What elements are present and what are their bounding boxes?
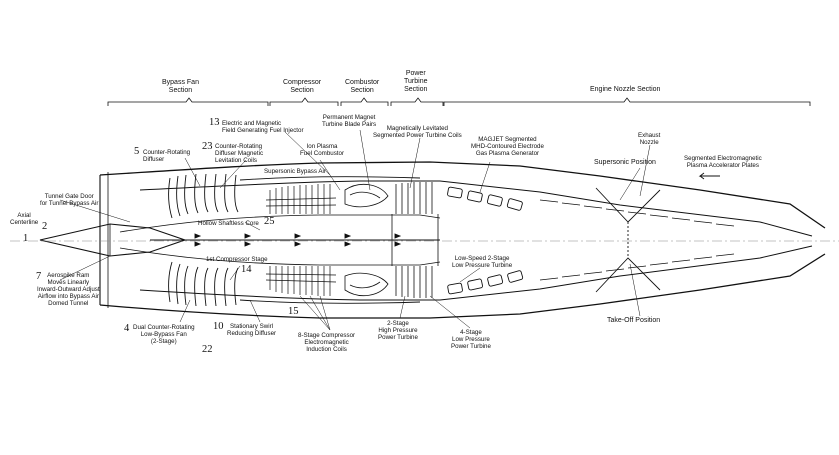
ref-number-13: 13 bbox=[209, 117, 220, 128]
ref-number-1: 1 bbox=[23, 233, 29, 244]
accelerator-plates bbox=[539, 199, 735, 281]
bracket-combustor bbox=[340, 97, 389, 106]
label-dual-counter-rotating-fan: Dual Counter-Rotating Low-Bypass Fan (2-… bbox=[133, 324, 195, 345]
label-hollow-core: Hollow Shaftless Core bbox=[198, 220, 259, 227]
ref-number-2: 2 bbox=[42, 221, 48, 232]
label-mag-levitated-coils: Magnetically Levitated Segmented Power T… bbox=[373, 125, 462, 139]
section-combustor: Combustor Section bbox=[345, 79, 380, 94]
ref-number-7: 7 bbox=[36, 271, 42, 282]
label-8-stage-compressor: 8-Stage Compressor Electromagnetic Induc… bbox=[298, 332, 356, 353]
ref-number-15: 15 bbox=[288, 306, 299, 317]
section-compressor: Compressor Section bbox=[283, 79, 322, 94]
bracket-engine-nozzle bbox=[443, 97, 811, 106]
label-4-stage-lp-turbine: 4-Stage Low Pressure Power Turbine bbox=[451, 329, 491, 350]
label-magjet-generator: MAGJET Segmented MHD-Contoured Electrode… bbox=[471, 136, 544, 157]
label-supersonic-position: Supersonic Position bbox=[594, 159, 656, 166]
ref-number-5: 5 bbox=[134, 146, 140, 157]
label-tunnel-gate-door: Tunnel Gate Door for Tunnel Bypass Air bbox=[40, 193, 99, 207]
section-power-turbine: Power Turbine Section bbox=[404, 70, 428, 93]
leader-lines bbox=[59, 129, 651, 331]
ref-number-4: 4 bbox=[124, 323, 130, 334]
label-takeoff-position: Take-Off Position bbox=[607, 317, 661, 324]
ref-number-14: 14 bbox=[241, 264, 252, 275]
nozzle-flaps bbox=[595, 187, 661, 293]
ref-number-10: 10 bbox=[213, 321, 224, 332]
label-electric-magnetic-injector: Electric and Magnetic Field Generating F… bbox=[222, 120, 304, 134]
combustor bbox=[344, 183, 389, 297]
magjet-segments bbox=[447, 186, 524, 295]
bracket-bypass-fan bbox=[107, 97, 269, 106]
ref-number-25: 25 bbox=[264, 216, 275, 227]
outer-casing-top bbox=[99, 161, 826, 229]
compressor-stages bbox=[265, 184, 337, 296]
label-counter-rotating-diffuser: Counter-Rotating Diffuser bbox=[143, 149, 191, 163]
label-supersonic-bypass-air: Supersonic Bypass Air bbox=[264, 168, 326, 175]
label-pm-turbine-blades: Permanent Magnet Turbine Blade Pairs bbox=[322, 114, 377, 128]
outer-casing-bottom bbox=[99, 253, 826, 319]
label-axial-centerline: Axial Centerline bbox=[10, 212, 39, 226]
label-ion-plasma-combustor: Ion Plasma Fuel Combustor bbox=[300, 143, 345, 157]
label-2-stage-hp-turbine: 2-Stage High Pressure Power Turbine bbox=[378, 320, 418, 341]
label-exhaust-nozzle: Exhaust Nozzle bbox=[638, 132, 661, 146]
section-engine-nozzle: Engine Nozzle Section bbox=[590, 86, 661, 93]
label-counter-rotating-levitation-coils: Counter-Rotating Diffuser Magnetic Levit… bbox=[215, 143, 264, 164]
bracket-power-turbine bbox=[390, 97, 444, 106]
ref-number-23: 23 bbox=[202, 141, 213, 152]
label-em-accelerator-plates: Segmented Electromagnetic Plasma Acceler… bbox=[684, 155, 762, 169]
section-bypass-fan: Bypass Fan Section bbox=[162, 79, 199, 94]
label-1st-compressor-stage: 1st Compressor Stage bbox=[206, 256, 268, 263]
ref-number-22: 22 bbox=[202, 344, 213, 355]
label-stationary-swirl-diffuser: Stationary Swirl Reducing Diffuser bbox=[227, 323, 277, 337]
bracket-compressor bbox=[269, 97, 339, 106]
flow-arrows bbox=[150, 172, 720, 304]
label-aerospike-ram: Aerospike Ram Moves Linearly Inward-Outw… bbox=[37, 272, 100, 307]
label-low-speed-lp-turbine: Low-Speed 2-Stage Low Pressure Turbine bbox=[452, 255, 513, 269]
